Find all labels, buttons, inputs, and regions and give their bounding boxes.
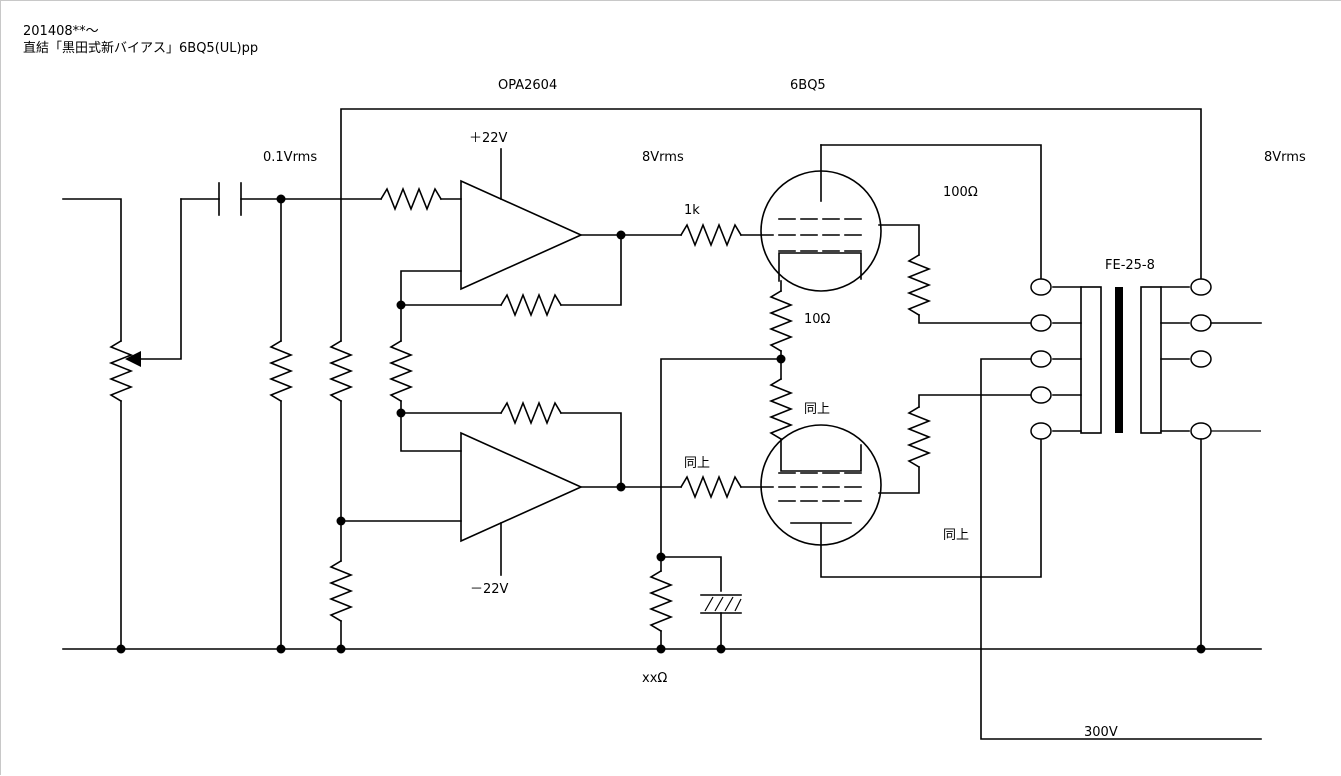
junction-dot	[1196, 644, 1206, 654]
junction-dot	[276, 644, 286, 654]
neg-supply-label: －22V	[470, 582, 509, 597]
b-plus-wire	[980, 358, 1262, 740]
junction-dot	[616, 482, 626, 492]
junction-dot	[656, 644, 666, 654]
top-feedback-wire	[340, 108, 1202, 342]
pot-wiper-wire	[134, 198, 182, 360]
input-level-label: 0.1Vrms	[263, 150, 317, 165]
cathode-resistor-1	[768, 289, 794, 353]
tube1-screen-wire	[878, 224, 920, 256]
feedback-resistor-upper	[328, 339, 354, 403]
primary-terminal-4	[1030, 386, 1052, 404]
screen-resistor-1	[906, 253, 932, 317]
pot-wiper-arrow	[125, 351, 141, 367]
primary-terminal-2	[1030, 314, 1052, 332]
tube2-plate-wire	[820, 430, 1042, 578]
junction-dot	[616, 230, 626, 240]
primary-terminal-5	[1030, 422, 1052, 440]
transformer-label: FE-25-8	[1105, 258, 1155, 273]
junction-dot	[336, 516, 346, 526]
bias-cap-hatch-4	[734, 598, 742, 612]
pos-supply-label: ＋22V	[469, 131, 508, 146]
b-plus-label: 300V	[1084, 725, 1118, 740]
cathode-resistor-label: 10Ω	[804, 312, 831, 327]
bias-cap-hatch-1	[704, 596, 714, 612]
bias-cap-hatch-3	[724, 596, 734, 612]
junction-dot	[396, 408, 406, 418]
secondary-terminal-2	[1190, 314, 1212, 332]
tube1-cathode	[778, 252, 862, 282]
transformer-secondary-left	[1140, 286, 1162, 434]
cathode-resistor-2-label: 同上	[804, 402, 830, 417]
bias-resistor-label: xxΩ	[642, 671, 667, 686]
secondary-terminal-1	[1190, 278, 1212, 296]
grid-resistor-2-label: 同上	[684, 456, 710, 471]
bias-resistor	[648, 569, 674, 633]
bias-node-wire	[660, 358, 782, 558]
bias-cap-wire	[660, 556, 722, 592]
junction-dot	[656, 552, 666, 562]
screen2-to-tap-wire	[918, 394, 1032, 408]
screen1-to-tap-wire	[918, 314, 1032, 324]
junction-dot	[116, 644, 126, 654]
primary-terminal-3	[1030, 350, 1052, 368]
secondary-terminal-3	[1190, 350, 1212, 368]
opamp-label: OPA2604	[498, 78, 557, 93]
opamp1-inv-wire	[400, 270, 462, 342]
input-shunt-resistor	[268, 339, 294, 403]
output-level-label: 8Vrms	[1264, 150, 1306, 165]
junction-dot	[276, 194, 286, 204]
transformer-primary-left	[1080, 286, 1102, 434]
opamp-2	[460, 431, 583, 543]
tube-label: 6BQ5	[790, 78, 826, 93]
volume-pot	[108, 339, 134, 403]
input-resistor	[379, 186, 443, 212]
grid-resistor-1	[679, 222, 743, 248]
junction-dot	[336, 644, 346, 654]
opamp2-fb-wire-right	[560, 412, 622, 488]
grid-resistor-2	[679, 474, 743, 500]
screen-resistor-2	[906, 405, 932, 469]
divider-resistor	[388, 339, 414, 403]
grid-resistor-label: 1k	[684, 203, 700, 218]
primary-terminal-1	[1030, 278, 1052, 296]
opamp1-fb-wire-right	[560, 234, 622, 306]
bias-cap-hatch-2	[714, 596, 724, 612]
screen-resistor-2-label: 同上	[943, 528, 969, 543]
driver-level-label: 8Vrms	[642, 150, 684, 165]
header-title: 直結「黒田式新バイアス」6BQ5(UL)pp	[23, 40, 258, 56]
opamp2-inv-wire	[400, 400, 462, 452]
tube2-screen-wire	[878, 466, 920, 494]
input-wire	[62, 198, 122, 342]
junction-dot	[716, 644, 726, 654]
header-date: 201408**～	[23, 24, 99, 39]
junction-dot	[776, 354, 786, 364]
opamp2-feedback-resistor	[499, 400, 563, 426]
transformer-core	[1115, 287, 1123, 433]
feedback-resistor-lower	[328, 559, 354, 623]
secondary-terminal-4	[1190, 422, 1212, 440]
opamp-1	[460, 179, 583, 291]
tube1-plate-wire	[820, 144, 1042, 288]
screen-resistor-label: 100Ω	[943, 185, 978, 200]
opamp1-feedback-resistor	[499, 292, 563, 318]
tube2-cathode	[780, 438, 862, 472]
junction-dot	[396, 300, 406, 310]
cathode-resistor-2	[768, 377, 794, 441]
